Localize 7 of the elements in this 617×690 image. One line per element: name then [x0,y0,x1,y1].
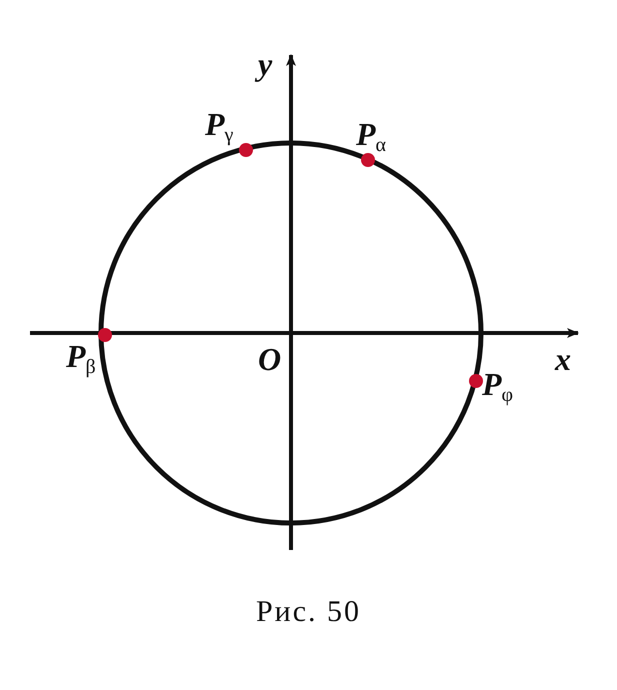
point-label: P$_{γ}$ [205,108,234,145]
figure-caption: Рис. 50 [254,595,362,629]
point-label: P$_{β}$ [66,340,96,377]
axis-label: x [555,343,571,375]
origin-label: O [258,343,282,375]
point-label: P$_{α}$ [356,118,386,155]
point-label: P$_{φ}$ [482,368,514,405]
